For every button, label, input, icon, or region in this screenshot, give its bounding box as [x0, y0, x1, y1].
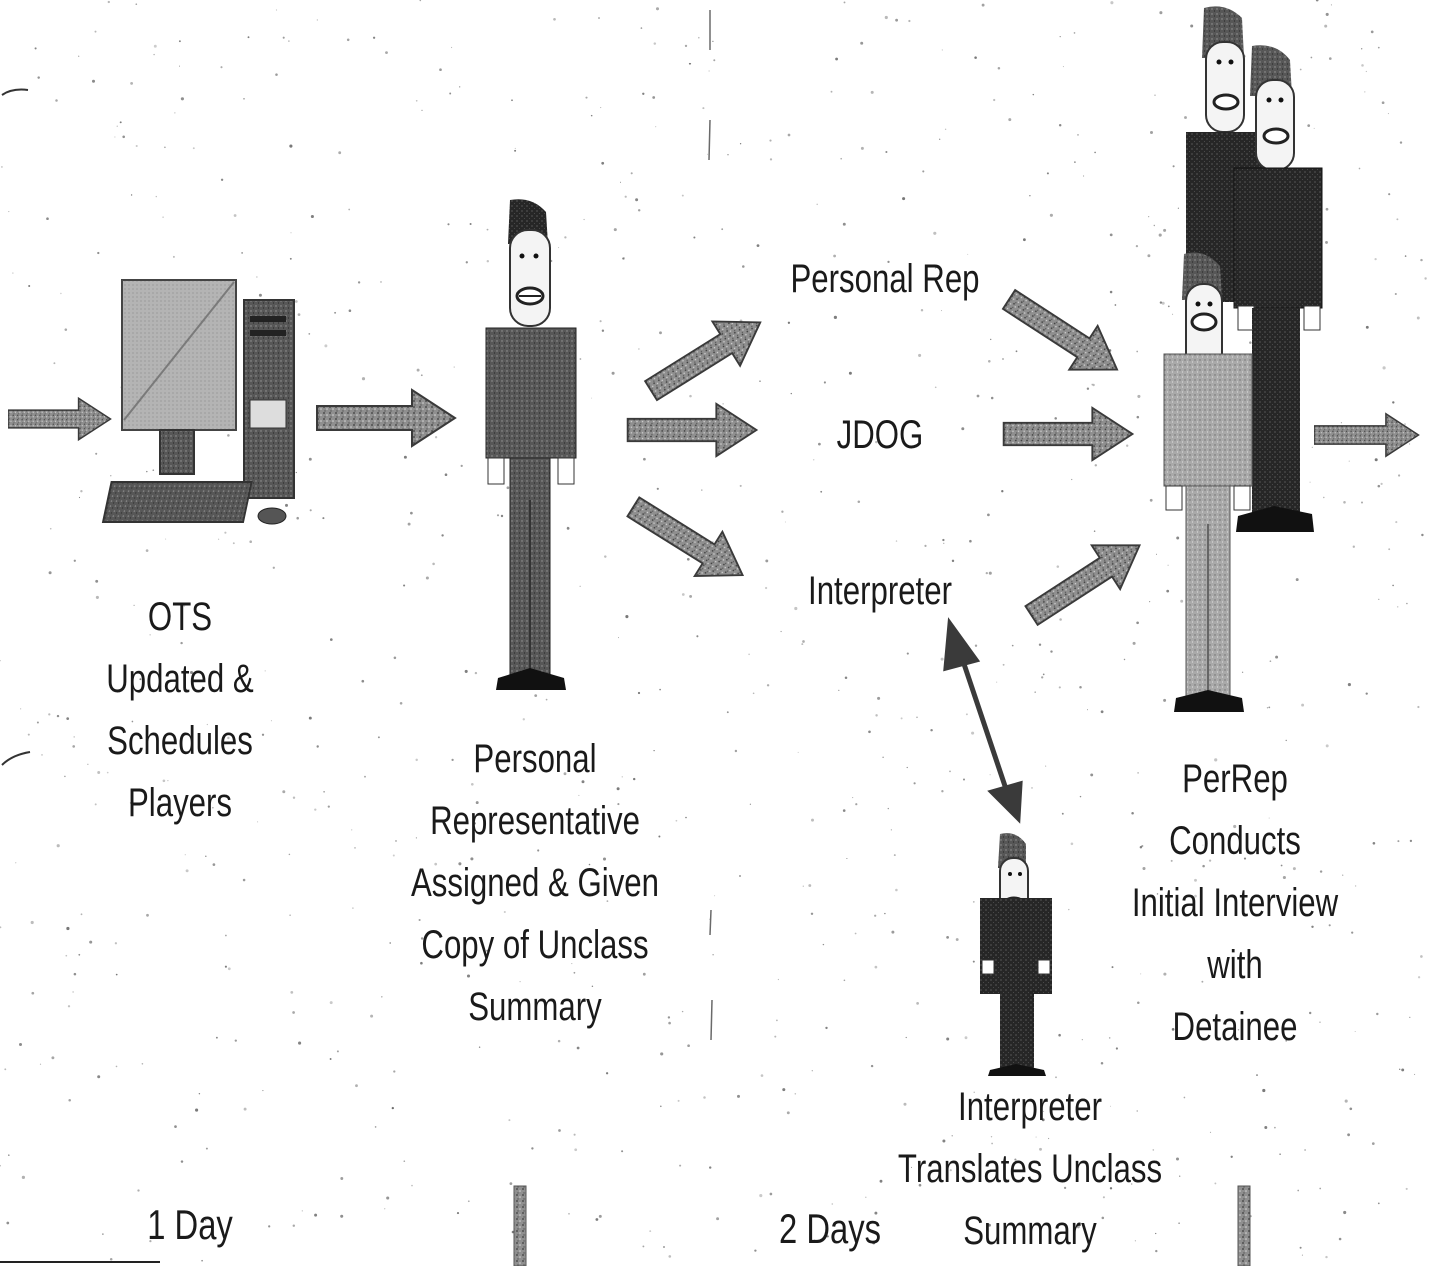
arrow-to-personal-rep [636, 299, 776, 414]
arrow-exit [1314, 412, 1420, 458]
computer-icon [101, 279, 295, 525]
duration-2-days: 2 Days [779, 1205, 881, 1252]
rep-line-1: Personal [473, 737, 597, 781]
interview-line-4: with [1207, 943, 1263, 987]
interpreter-label: Interpreter [808, 569, 952, 613]
ots-line-4: Players [127, 781, 233, 825]
ots-line-3: Schedules [107, 719, 253, 763]
ots-line-2: Updated & [106, 657, 254, 701]
timeline-divider-1 [513, 1185, 527, 1266]
interview-line-5: Detainee [1172, 1005, 1298, 1049]
arrow-personal-rep-to-interview [993, 276, 1133, 393]
interview-line-1: PerRep [1182, 757, 1288, 801]
translate-line-1: Interpreter [958, 1085, 1102, 1129]
duration-1-day: 1 Day [147, 1201, 233, 1248]
ots-line-1: OTS [147, 595, 213, 639]
rep-line-3: Assigned & Given [410, 861, 659, 905]
arrow-jdog-to-interview [1002, 406, 1134, 462]
ots-label: OTS Updated & Schedules Players [102, 586, 258, 834]
translate-line-2: Translates Unclass [897, 1147, 1163, 1191]
corner-mark-mid [1, 751, 31, 766]
person-icon-interpreter [980, 833, 1052, 1076]
timeline-divider-2 [1237, 1185, 1251, 1266]
group-of-people-icon [1163, 6, 1323, 712]
interview-line-2: Conducts [1169, 819, 1301, 863]
vertical-tick-marks [708, 10, 713, 1041]
jdog-label: JDOG [836, 413, 924, 457]
perrep-interview-label: PerRep Conducts Initial Interview with D… [1114, 748, 1356, 1058]
arrow-ots-to-rep [315, 388, 457, 448]
translate-line-3: Summary [963, 1209, 1097, 1253]
rep-line-2: Representative [430, 799, 640, 843]
double-arrow-interpreter-translator [943, 617, 1023, 824]
arrow-entry [8, 397, 112, 441]
rep-line-4: Copy of Unclass [421, 923, 649, 967]
interpreter-translates-label: Interpreter Translates Unclass Summary [890, 1076, 1171, 1262]
interview-line-3: Initial Interview [1131, 881, 1339, 925]
arrow-to-jdog [626, 402, 758, 458]
corner-mark-top [1, 88, 29, 96]
personal-rep-label: Personal Rep [790, 257, 980, 301]
personal-representative-label: Personal Representative Assigned & Given… [399, 728, 672, 1038]
rep-line-5: Summary [468, 985, 602, 1029]
person-icon-personal-representative [485, 199, 577, 690]
arrow-to-interpreter [618, 483, 758, 599]
arrow-interpreter-to-interview [1016, 522, 1155, 639]
